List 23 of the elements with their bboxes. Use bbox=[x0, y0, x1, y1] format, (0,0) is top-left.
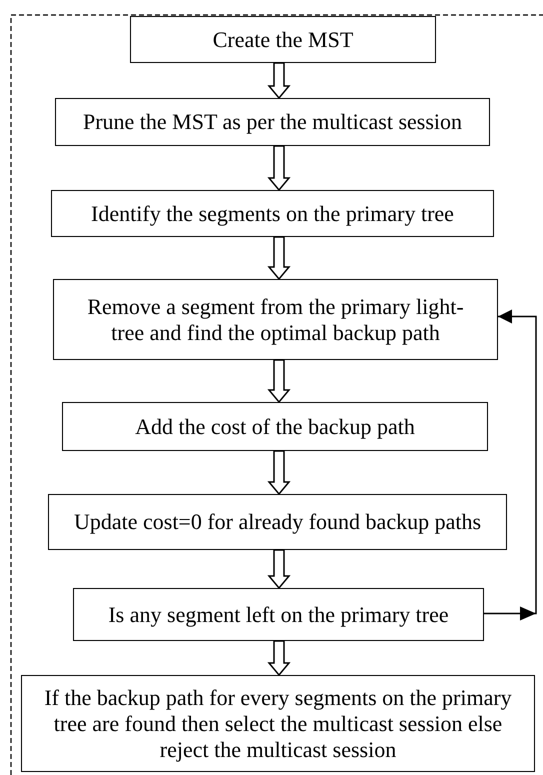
step-text: If the backup path for every segments on the primary tree are found then select the multicast session else reject the multicast session bbox=[43, 684, 513, 762]
step-text: Identify the segments on the primary tree bbox=[91, 200, 454, 226]
process-box bbox=[55, 98, 490, 146]
step-text: Update cost=0 for already found backup paths bbox=[74, 509, 482, 535]
block-arrow bbox=[267, 62, 291, 100]
block-arrow bbox=[267, 236, 291, 280]
process-box bbox=[53, 279, 498, 360]
step-text: Is any segment left on the primary tree bbox=[108, 602, 449, 628]
process-box bbox=[130, 16, 436, 63]
block-arrow bbox=[267, 450, 291, 496]
block-arrow bbox=[267, 549, 291, 590]
step-text: Add the cost of the backup path bbox=[135, 414, 415, 440]
block-arrow bbox=[267, 359, 291, 404]
step-text: Remove a segment from the primary light-tree and find the optimal backup path bbox=[86, 294, 465, 346]
block-arrow bbox=[267, 640, 291, 676]
process-box bbox=[48, 494, 507, 550]
process-box bbox=[51, 190, 494, 237]
process-box bbox=[62, 402, 488, 451]
step-text: Create the MST bbox=[212, 26, 354, 52]
process-box bbox=[73, 588, 484, 641]
block-arrow bbox=[267, 145, 291, 192]
process-box bbox=[21, 675, 535, 772]
step-text: Prune the MST as per the multicast session bbox=[82, 109, 462, 135]
